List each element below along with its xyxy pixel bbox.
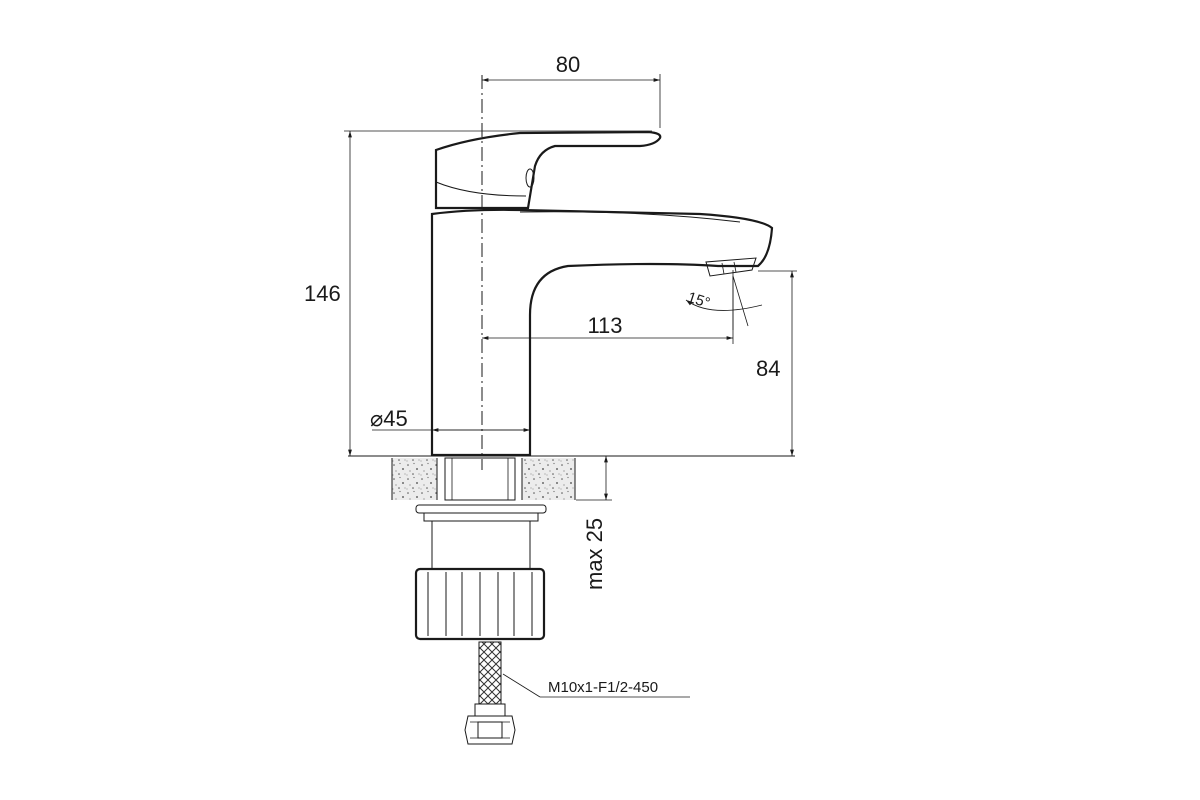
countertop [391, 458, 576, 500]
dim-113-label: 113 [587, 313, 622, 338]
mounting-nut [414, 567, 546, 641]
dim-15-label: 15° [685, 289, 712, 312]
dim-146-label: 146 [304, 281, 341, 306]
dim-mount-thickness: max 25 [576, 456, 612, 590]
dim-total-height: 146 [304, 130, 652, 456]
mounting-shank [444, 457, 516, 501]
dim-45-label: ⌀45 [370, 406, 408, 431]
dim-spout-width: 80 [482, 52, 661, 128]
lever-handle [434, 130, 662, 210]
washer [415, 504, 547, 570]
braided-hose [464, 641, 516, 745]
dim-84-label: 84 [756, 356, 780, 381]
dim-base-diameter: ⌀45 [370, 406, 530, 432]
dim-max25-label: max 25 [582, 518, 607, 590]
dim-spout-height: 84 [756, 270, 797, 456]
dim-angle: 15° [685, 275, 763, 330]
dim-80-label: 80 [556, 52, 580, 77]
hose-label: M10x1-F1/2-450 [548, 679, 658, 696]
hose-callout: M10x1-F1/2-450 [502, 673, 690, 698]
faucet-body [430, 208, 774, 457]
